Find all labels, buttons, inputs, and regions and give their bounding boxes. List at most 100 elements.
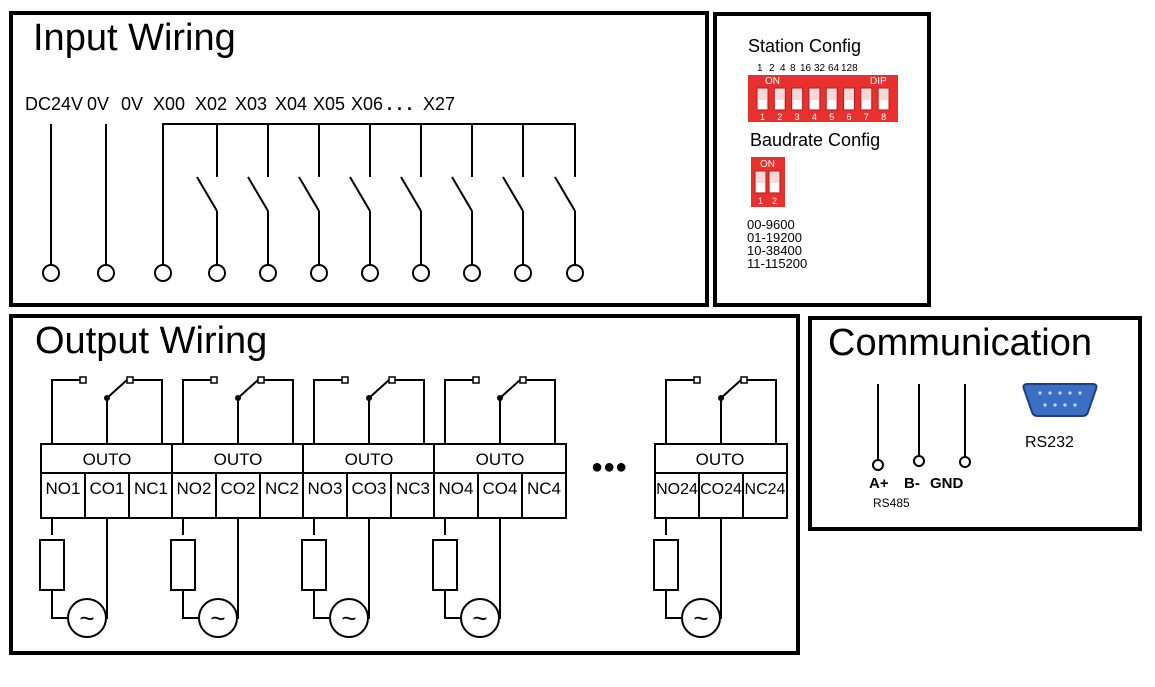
output-module-body <box>433 443 567 519</box>
station-dip-switch-body <box>748 75 898 122</box>
load-wire <box>182 590 198 619</box>
dip-switch-slot <box>877 87 890 111</box>
dip-switch-number: 8 <box>881 112 886 122</box>
dip-weight: 16 <box>800 63 812 74</box>
ac-source-symbol: ~ <box>210 603 225 633</box>
dip-weight-labels: 1 2 4 8 16 32 64 128 <box>757 63 858 74</box>
load-resistor <box>432 539 458 591</box>
input-label: 0V <box>121 94 143 114</box>
input-label: X02 <box>195 94 227 114</box>
input-label: X00 <box>153 94 185 114</box>
input-wiring-diagram: DC24V 0V 0V X00 X02 X03 X04 X05 X06 . . … <box>25 94 584 282</box>
dip-switch-number: 4 <box>812 112 817 122</box>
load-wire <box>51 590 67 619</box>
common-return-wire <box>720 518 722 619</box>
dip-switch-lever <box>775 100 784 109</box>
baud-code: 00-9600 <box>747 217 795 232</box>
relay-no-contact <box>693 376 701 384</box>
switch-contact <box>502 176 524 212</box>
dip-switch-slot <box>791 87 804 111</box>
db9-connector-icon <box>1022 383 1098 417</box>
relay-arm <box>720 379 742 399</box>
contact-label: NC1 <box>134 479 168 498</box>
relay-nc-contact <box>126 376 134 384</box>
communication-title: Communication <box>828 322 1092 364</box>
module-header: OUTO <box>476 450 525 469</box>
dip-switch-number: 5 <box>829 112 834 122</box>
rs485-label: RS485 <box>873 496 910 510</box>
relay-nc-contact <box>388 376 396 384</box>
switch-contact <box>247 176 269 212</box>
dip-weight: 2 <box>769 63 775 74</box>
dip-weight: 1 <box>757 63 763 74</box>
baud-code: 10-38400 <box>747 243 802 258</box>
comm-terminal-label: B- <box>904 475 920 492</box>
input-terminal <box>42 264 60 282</box>
dip-weight: 128 <box>841 63 858 74</box>
module-header: OUTO <box>696 450 745 469</box>
module-header: OUTO <box>345 450 394 469</box>
load-resistor <box>39 539 65 591</box>
common-bus <box>162 123 576 265</box>
input-wires <box>42 123 584 282</box>
contact-label: NO4 <box>439 479 474 498</box>
communication-panel: Communication A+ B- GND RS485 RS232 <box>808 316 1142 531</box>
dip-weight: 64 <box>828 63 840 74</box>
relay-nc-wire <box>133 379 163 444</box>
dip-switch-number: 1 <box>758 196 763 206</box>
dip-switch-lever <box>770 183 779 192</box>
contact-label: CO4 <box>483 479 518 498</box>
input-label: DC24V <box>25 94 83 114</box>
module-header: OUTO <box>83 450 132 469</box>
contact-label: NO3 <box>308 479 343 498</box>
input-label: . . . <box>387 94 412 114</box>
input-label: X03 <box>235 94 267 114</box>
output-wiring-panel: Output Wiring ~~~~~ ●●● OUTO NO1 CO1 NC1… <box>9 314 800 655</box>
output-wiring-title: Output Wiring <box>35 320 268 362</box>
dip-weight: 8 <box>790 63 796 74</box>
relay-no-contact <box>210 376 218 384</box>
relay-nc-wire <box>395 379 425 444</box>
relay-nc-contact <box>740 376 748 384</box>
relay-nc-wire <box>747 379 777 444</box>
switch-contact <box>349 176 371 212</box>
common-return-wire <box>237 518 239 619</box>
load-resistor <box>301 539 327 591</box>
input-label: X06 <box>351 94 383 114</box>
switch-contact <box>196 176 218 212</box>
station-config-diagram: Station Config 1 2 4 8 16 32 64 128 ON D… <box>747 36 898 271</box>
dip-switch-lever <box>793 100 802 109</box>
input-terminal <box>154 264 172 282</box>
switch-contact <box>451 176 473 212</box>
station-config-title: Station Config <box>748 36 861 56</box>
contact-label: NO1 <box>46 479 81 498</box>
dip-switch-slot <box>843 87 855 111</box>
output-module-labels: OUTO NO1 CO1 NC1 OUTO NO2 CO2 NC2 OUTO N… <box>46 450 786 498</box>
input-terminal <box>412 264 430 282</box>
baud-code: 01-19200 <box>747 230 802 245</box>
dip-weight: 4 <box>780 63 786 74</box>
load-wire <box>313 590 329 619</box>
switch-contact <box>400 176 422 212</box>
ac-source-symbol: ~ <box>79 603 94 633</box>
rs232-label: RS232 <box>1025 434 1074 451</box>
switch-contact <box>554 176 576 212</box>
dip-switch-lever <box>810 100 819 109</box>
dip-switch-slot <box>808 87 821 111</box>
station-dip-on-label: ON <box>765 76 780 87</box>
load-resistor <box>653 539 679 591</box>
relay-no-contact <box>472 376 480 384</box>
contact-label: NO2 <box>177 479 212 498</box>
input-label: X05 <box>313 94 345 114</box>
relay-nc-wire <box>526 379 556 444</box>
baud-dip-on-label: ON <box>760 159 775 170</box>
relay-nc-contact <box>257 376 265 384</box>
baud-code: 11-115200 <box>747 256 807 271</box>
input-terminal <box>310 264 328 282</box>
dip-switch-number: 2 <box>772 196 777 206</box>
baudrate-config-title: Baudrate Config <box>750 130 880 150</box>
contact-label: CO1 <box>90 479 125 498</box>
input-terminal <box>259 264 277 282</box>
dip-switch-slot <box>860 87 873 111</box>
